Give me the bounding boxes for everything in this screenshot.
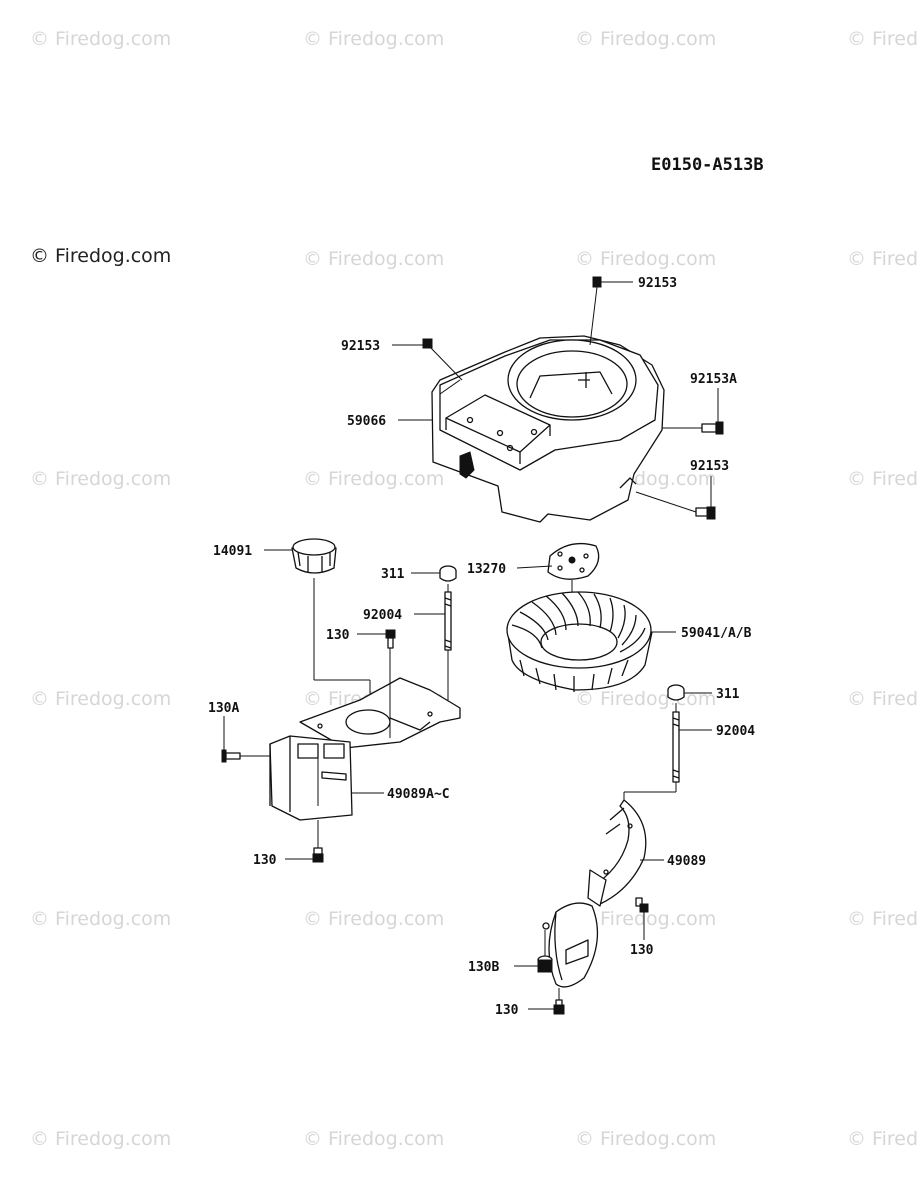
watermark: © Firedog.com [303,468,444,490]
bolt-130b [514,930,553,973]
nut-311-left [439,565,457,592]
bolt-92153a [662,421,724,435]
label-311-right: 311 [716,687,740,702]
nut-311-right [667,684,685,712]
label-92004-right: 92004 [716,724,755,739]
label-92004-left: 92004 [363,608,402,623]
watermark: © Firedog.com [575,28,716,50]
watermark: © Firedog.com [30,688,171,710]
flywheel-fan [506,591,676,692]
bolt-92153-top [589,276,602,346]
bolt-130a [221,716,270,763]
watermark: © Firedog.com [303,28,444,50]
watermark: © Firedog.com [30,468,171,490]
cover-right [542,799,664,988]
watermark: © Firedog.com [575,908,716,930]
bolt-92153-right [635,491,716,520]
bolt-130-left-upper [385,629,396,649]
label-130-left-lower: 130 [253,853,277,868]
copyright-mark: © Firedog.com [30,245,171,267]
label-59041: 59041/A/B [681,626,752,641]
fan-housing [431,335,665,523]
label-14091: 14091 [213,544,252,559]
watermark: © Firedog.com [847,688,917,710]
watermark: © Firedog.com [847,468,917,490]
watermark: © Firedog.com [303,248,444,270]
label-92153-top: 92153 [638,276,677,291]
watermark: © Firedog.com [303,1128,444,1150]
watermark: © Firedog.com [30,1128,171,1150]
plate [547,542,600,640]
diagram-code: E0150-A513B [651,155,764,175]
label-92153-left: 92153 [341,339,380,354]
watermark: © Firedog.com [30,908,171,930]
watermark: © Firedog.com [847,1128,917,1150]
label-311-left: 311 [381,567,405,582]
leader-lines [264,281,719,860]
watermark: © Firedog.com [30,28,171,50]
bolt-130-right [635,897,649,940]
label-92153-right: 92153 [690,459,729,474]
label-13270: 13270 [467,562,506,577]
bolt-130-left-lower [312,847,324,863]
stud-92004-right [623,711,680,812]
stud-92004-left [444,591,452,705]
watermark: © Firedog.com [575,688,716,710]
label-130-right: 130 [630,943,654,958]
label-92153a: 92153A [690,372,737,387]
cover-left [269,646,461,848]
screen-cup [291,538,371,705]
watermark: © Firedog.com [847,248,917,270]
watermark: © Firedog.com [847,908,917,930]
label-130b: 130B [468,960,499,975]
watermark: © Firedog.com [303,908,444,930]
watermark: © Firedog.com [575,1128,716,1150]
label-59066: 59066 [347,414,386,429]
bolt-92153-left [422,338,463,381]
label-49089: 49089 [667,854,706,869]
watermark: © Firedog.com [575,248,716,270]
label-130-bottom: 130 [495,1003,519,1018]
label-130a: 130A [208,701,239,716]
bolt-130-bottom [528,988,565,1015]
label-130-left-upper: 130 [326,628,350,643]
label-49089a-c: 49089A~C [387,787,450,802]
watermark: © Firedog.com [847,28,917,50]
part-labels: 92153 92153 92153A 92153 59066 14091 311… [208,276,755,1018]
watermark-grid: © Firedog.com © Firedog.com © Firedog.co… [30,28,917,1150]
